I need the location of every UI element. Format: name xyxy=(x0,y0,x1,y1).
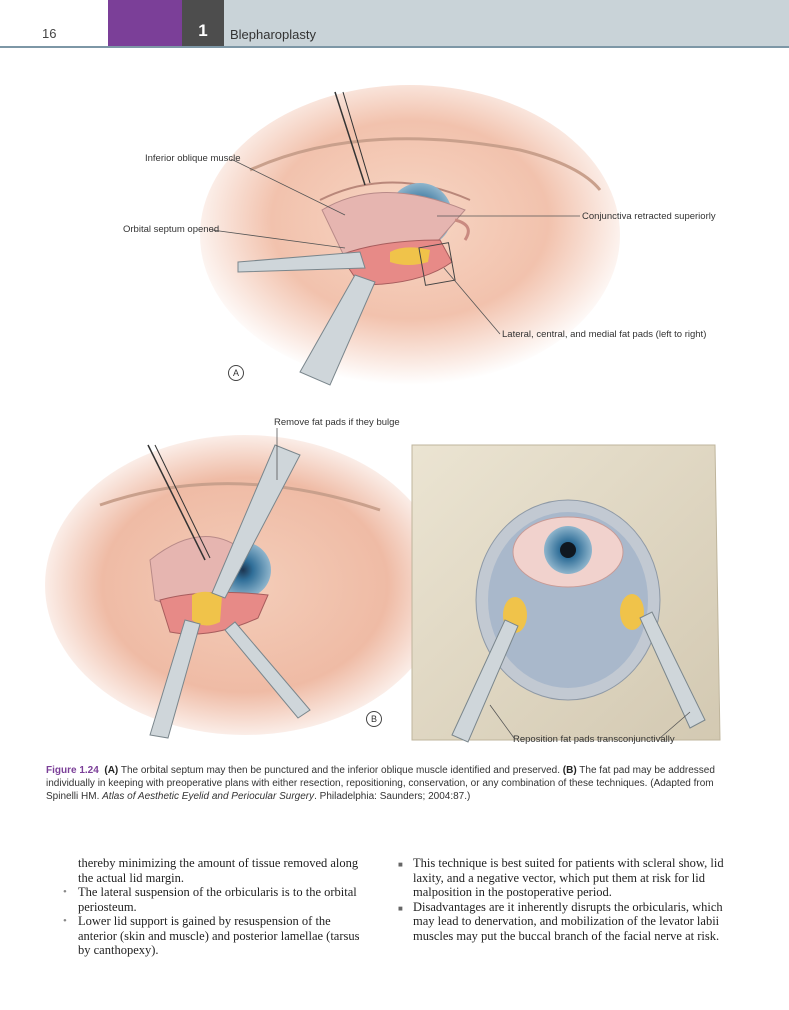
list-item: ■ Disadvantages are it inherently disrupt… xyxy=(397,900,727,944)
left-continuation-text: thereby minimizing the amount of tissue … xyxy=(78,856,359,885)
caption-source: . Philadelphia: Saunders; 2004:87.) xyxy=(314,791,471,802)
chapter-number-box: 1 xyxy=(182,0,224,46)
page-number: 16 xyxy=(42,26,57,41)
caption-a-marker: (A) xyxy=(104,765,119,776)
list-item: • The lateral suspension of the orbicular… xyxy=(62,885,362,914)
bullet-dot-icon: • xyxy=(63,915,67,927)
page-number-box: 16 xyxy=(0,0,108,46)
chapter-number: 1 xyxy=(198,21,208,40)
bullet-square-icon: ■ xyxy=(398,903,403,913)
list-item-text: This technique is best suited for patien… xyxy=(413,856,724,899)
caption-a-text: The orbital septum may then be punctured… xyxy=(118,765,563,776)
panel-a-leader-lines xyxy=(211,158,580,335)
page-header: 16 1 Blepharoplasty xyxy=(0,0,789,46)
reposition-leader-lines xyxy=(489,704,691,739)
body-column-left: thereby minimizing the amount of tissue … xyxy=(62,856,362,958)
chapter-title: Blepharoplasty xyxy=(230,27,316,42)
list-item-text: Lower lid support is gained by resuspens… xyxy=(78,914,360,957)
caption-b-text: The fat pad may be addressed individuall… xyxy=(46,765,715,802)
bullet-square-icon: ■ xyxy=(398,860,403,869)
list-item-text: The lateral suspension of the orbiculari… xyxy=(78,885,357,914)
label-orbital-septum: Orbital septum opened xyxy=(123,224,220,235)
right-bullet-list: ■ This technique is best suited for patie… xyxy=(397,856,727,943)
label-remove-fat: Remove fat pads if they bulge xyxy=(274,417,400,428)
label-reposition-fat: Reposition fat pads transconjunctivally xyxy=(513,734,675,745)
panel-a-letter: A xyxy=(228,365,244,381)
body-column-right: ■ This technique is best suited for patie… xyxy=(397,856,727,943)
label-inferior-oblique: Inferior oblique muscle xyxy=(145,153,241,164)
panel-b-letter: B xyxy=(366,711,382,727)
caption-book-title: Atlas of Aesthetic Eyelid and Periocular… xyxy=(102,791,315,802)
list-item: ■ This technique is best suited for patie… xyxy=(397,856,727,900)
list-item: • Lower lid support is gained by resuspen… xyxy=(62,914,362,958)
label-conjunctiva: Conjunctiva retracted superiorly xyxy=(582,211,716,222)
left-bullet-list: • The lateral suspension of the orbicular… xyxy=(62,885,362,958)
header-accent-bar xyxy=(108,0,182,46)
panel-a-illustration xyxy=(200,85,620,386)
caption-b-marker: (B) xyxy=(562,765,577,776)
list-item-text: Disadvantages are it inherently disrupts… xyxy=(413,899,723,943)
header-rule xyxy=(0,46,789,48)
figure-label: Figure 1.24 xyxy=(46,765,99,776)
panel-b-left-illustration xyxy=(45,435,445,739)
label-fat-pads: Lateral, central, and medial fat pads (l… xyxy=(502,329,707,340)
panel-b-right-illustration xyxy=(411,444,721,743)
figure-caption: Figure 1.24 (A) The orbital septum may t… xyxy=(46,764,736,803)
bullet-dot-icon: • xyxy=(63,886,67,898)
